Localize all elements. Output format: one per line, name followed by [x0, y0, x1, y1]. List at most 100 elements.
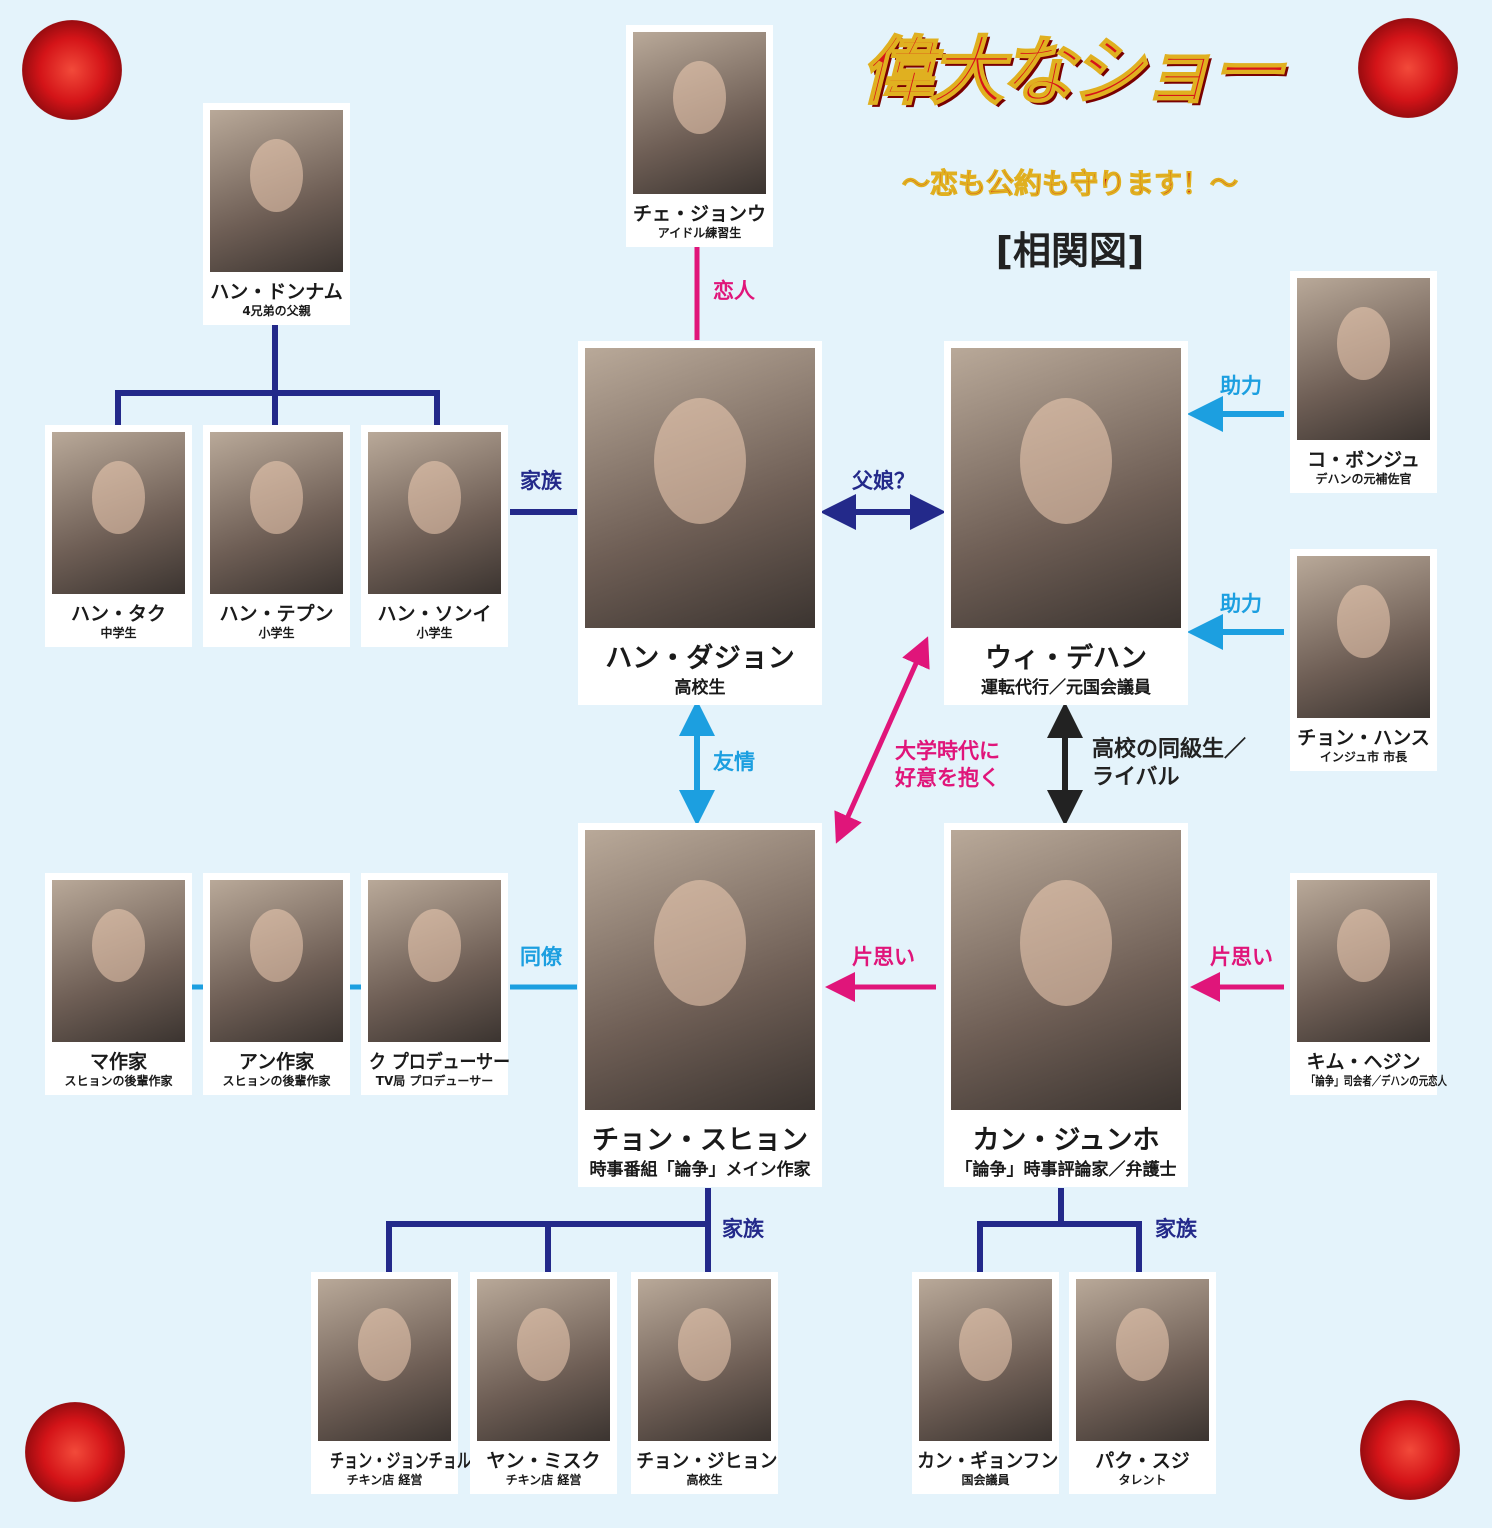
label-family: 家族 — [1155, 1217, 1197, 1241]
character-photo — [585, 830, 815, 1110]
family-tree-kang — [977, 1188, 1142, 1272]
character-photo — [919, 1279, 1052, 1441]
character-role: 高校生 — [686, 1473, 723, 1487]
character-role: 中学生 — [100, 626, 137, 640]
character-card-jihyun: チョン・ジヒョン 高校生 — [631, 1272, 778, 1494]
character-role: チキン店 経営 — [346, 1473, 423, 1487]
character-card-dajung: ハン・ダジョン 高校生 — [578, 341, 822, 705]
character-card-junho: カン・ジュンホ 「論争」時事評論家／弁護士 — [944, 823, 1188, 1187]
character-photo — [1076, 1279, 1209, 1441]
character-role: 運転代行／元国会議員 — [981, 678, 1151, 698]
character-role: 小学生 — [258, 626, 295, 640]
character-photo — [210, 432, 343, 594]
character-name: ハン・タク — [70, 603, 166, 625]
character-role: アイドル練習生 — [657, 226, 742, 240]
character-name: アン作家 — [238, 1051, 315, 1073]
label-classmate: 高校の同級生／ ライバル — [1092, 737, 1247, 790]
character-role: 時事番組「論争」メイン作家 — [589, 1160, 811, 1180]
character-photo — [52, 880, 185, 1042]
character-name: チョン・ジョンチョル — [329, 1450, 471, 1472]
label-family: 家族 — [722, 1217, 764, 1241]
character-role: スヒョンの後輩作家 — [64, 1074, 173, 1088]
label-help: 助力 — [1220, 592, 1262, 616]
character-role: 「論争」時事評論家／弁護士 — [955, 1160, 1177, 1180]
character-photo — [585, 348, 815, 628]
title-logo: 偉大なショー — [859, 28, 1285, 116]
family-tree-han — [115, 325, 577, 515]
character-photo — [318, 1279, 451, 1441]
character-card-choi: チェ・ジョンウ アイドル練習生 — [626, 25, 773, 247]
character-card-tak: ハン・タク 中学生 — [45, 425, 192, 647]
character-role: 国会議員 — [961, 1473, 1010, 1487]
character-card-hyejin: キム・ヘジン 「論争」司会者／デハンの元恋人 — [1290, 873, 1447, 1095]
character-role: インジュ市 市長 — [1319, 750, 1408, 764]
character-card-an: アン作家 スヒョンの後輩作家 — [203, 873, 350, 1095]
character-role: TV局 プロデューサー — [375, 1074, 494, 1088]
character-name: キム・ヘジン — [1306, 1051, 1421, 1073]
subtitle: 〜恋も公約も守ります！〜 — [901, 167, 1238, 201]
character-card-suhyun: チョン・スヒョン 時事番組「論争」メイン作家 — [578, 823, 822, 1187]
character-card-ku: ク プロデューサー TV局 プロデューサー — [361, 873, 511, 1095]
character-name: カン・ギョンフン — [917, 1450, 1059, 1472]
character-card-daehan: ウィ・デハン 運転代行／元国会議員 — [944, 341, 1188, 705]
character-name: マ作家 — [89, 1051, 147, 1073]
character-photo — [638, 1279, 771, 1441]
character-photo — [210, 110, 343, 272]
label-college: 大学時代に 好意を抱く — [895, 739, 1000, 790]
character-photo — [1297, 278, 1430, 440]
character-card-ma: マ作家 スヒョンの後輩作家 — [45, 873, 192, 1095]
character-name: ハン・ソンイ — [377, 603, 492, 625]
character-photo — [1297, 556, 1430, 718]
character-card-suji: パク・スジ タレント — [1069, 1272, 1216, 1494]
ribbon-bow-icon — [25, 1402, 125, 1502]
character-card-bonju: コ・ボンジュ デハンの元補佐官 — [1290, 271, 1437, 493]
character-photo — [368, 880, 501, 1042]
character-photo — [633, 32, 766, 194]
label-crush: 片思い — [1210, 945, 1273, 969]
character-name: チェ・ジョンウ — [632, 203, 766, 225]
label-lover: 恋人 — [713, 279, 755, 303]
character-name: ハン・ダジョン — [605, 643, 795, 674]
character-role: タレント — [1118, 1473, 1167, 1487]
character-name: チョン・ハンス — [1297, 727, 1430, 749]
character-name: パク・スジ — [1095, 1450, 1190, 1472]
label-coworker: 同僚 — [520, 945, 562, 969]
character-name: ク プロデューサー — [369, 1051, 511, 1073]
label-help: 助力 — [1220, 374, 1262, 398]
ribbon-bow-icon — [1360, 1400, 1460, 1500]
label-father: 父娘？ — [852, 469, 915, 493]
ribbon-bow-icon — [1358, 18, 1458, 118]
character-name: ヤン・ミスク — [486, 1450, 601, 1472]
character-role: 4兄弟の父親 — [242, 304, 311, 318]
character-card-soni: ハン・ソンイ 小学生 — [361, 425, 508, 647]
character-name: チョン・ジヒョン — [636, 1450, 778, 1472]
character-photo — [210, 880, 343, 1042]
character-card-misuk: ヤン・ミスク チキン店 経営 — [470, 1272, 617, 1494]
label-crush: 片思い — [852, 945, 915, 969]
ribbon-bow-icon — [22, 20, 122, 120]
character-role: 小学生 — [416, 626, 453, 640]
college-arrow — [834, 636, 930, 844]
family-tree-jung — [386, 1188, 711, 1272]
character-card-taepung: ハン・テプン 小学生 — [203, 425, 350, 647]
label-friend: 友情 — [713, 750, 755, 774]
character-photo — [951, 348, 1181, 628]
character-photo — [52, 432, 185, 594]
show-title: 偉大なショー 〜恋も公約も守ります！〜 [相関図] — [830, 22, 1310, 275]
character-name: チョン・スヒョン — [592, 1125, 808, 1156]
character-photo — [477, 1279, 610, 1441]
character-role: 「論争」司会者／デハンの元恋人 — [1305, 1074, 1447, 1088]
character-photo — [951, 830, 1181, 1110]
character-name: ウィ・デハン — [985, 643, 1147, 674]
character-photo — [368, 432, 501, 594]
character-role: デハンの元補佐官 — [1315, 472, 1412, 486]
character-role: スヒョンの後輩作家 — [222, 1074, 331, 1088]
character-card-kyunghun: カン・ギョンフン 国会議員 — [912, 1272, 1059, 1494]
character-card-dongnam: ハン・ドンナム 4兄弟の父親 — [203, 103, 350, 325]
character-role: チキン店 経営 — [505, 1473, 582, 1487]
character-role: 高校生 — [674, 678, 726, 698]
character-photo — [1297, 880, 1430, 1042]
character-name: コ・ボンジュ — [1307, 449, 1420, 471]
chart-heading: [相関図] — [995, 229, 1145, 273]
